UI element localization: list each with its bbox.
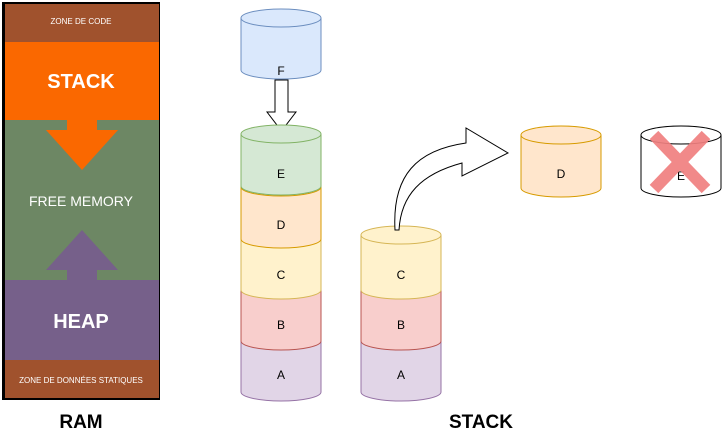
stack-growth-arrow-icon (46, 120, 118, 170)
pop-cylinder-a-label: A (397, 368, 405, 382)
stack-caption: STACK (449, 412, 513, 433)
heap-region-block (5, 280, 159, 360)
heap-growth-arrow-icon (46, 230, 118, 280)
stack-region-block (5, 42, 159, 120)
code-zone-block (5, 4, 159, 42)
cylinder-e-label: E (277, 167, 285, 181)
static-data-zone-block (5, 360, 159, 398)
ram-diagram: ZONE DE CODE STACK FREE MEMORY HEAP ZONE… (2, 2, 160, 400)
popped-cylinder-d: D (520, 125, 602, 198)
removed-cylinder-e-label: E (677, 169, 685, 183)
removed-cylinder-e: E (640, 125, 722, 198)
code-zone-label: ZONE DE CODE (51, 17, 112, 26)
push-stack-group: F A B C D E (240, 8, 322, 402)
cylinder-c-label: C (277, 268, 286, 282)
pop-cylinder-c-label: C (397, 268, 406, 282)
heap-region-label: HEAP (53, 311, 109, 333)
push-arrow-icon (265, 79, 298, 132)
cylinder-f: F (240, 8, 322, 80)
cylinder-a-label: A (277, 368, 285, 382)
popped-cylinder-d-label: D (557, 167, 566, 181)
pop-cylinder-c: C (360, 225, 442, 300)
ram-caption: RAM (59, 412, 102, 433)
pop-cylinder-b-label: B (397, 318, 405, 332)
pop-stack-group: A B C D E (360, 125, 722, 402)
static-data-zone-label: ZONE DE DONNÉES STATIQUES (19, 376, 143, 385)
cylinder-f-label: F (277, 64, 284, 78)
cylinder-d-label: D (277, 218, 286, 232)
free-memory-label: FREE MEMORY (29, 193, 134, 209)
cylinder-e: E (240, 124, 322, 196)
stack-region-label: STACK (47, 71, 115, 93)
cylinder-b-label: B (277, 318, 285, 332)
delete-cross-icon (649, 130, 711, 194)
pop-arrow-icon (394, 127, 510, 231)
